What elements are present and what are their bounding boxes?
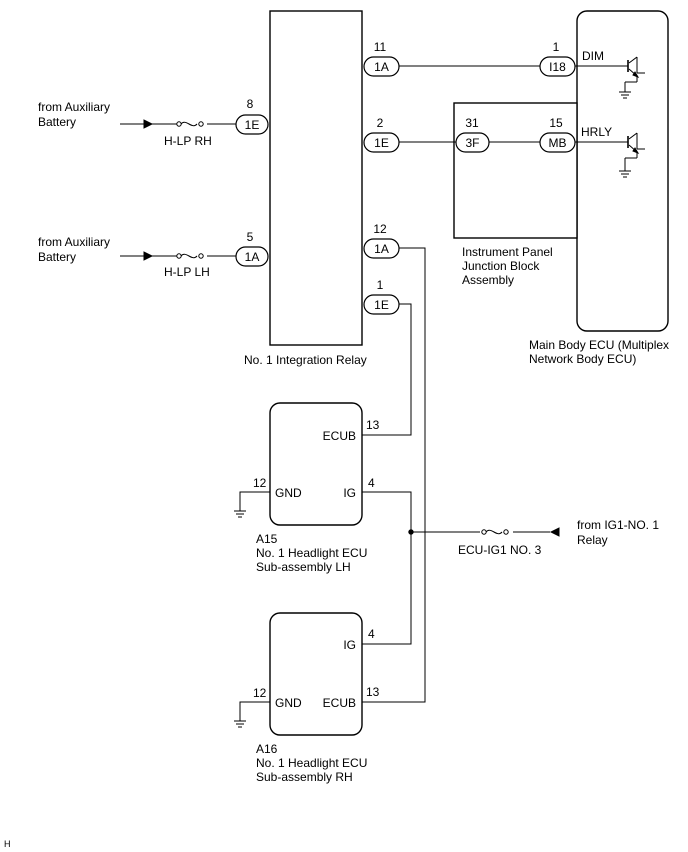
headlight-ecu-lh-box xyxy=(269,402,363,526)
pin-number: 5 xyxy=(247,230,254,244)
connector-label: 3F xyxy=(465,136,479,150)
fuse-hlp-rh-icon xyxy=(176,121,204,127)
terminal-label: GND xyxy=(275,486,302,500)
connector-label: 1A xyxy=(374,242,389,256)
connector-label: 1E xyxy=(374,136,389,150)
terminal-label: HRLY xyxy=(581,125,612,139)
pin-number: 31 xyxy=(465,116,479,130)
component-label: Sub-assembly LH xyxy=(256,560,351,574)
terminal-label: ECUB xyxy=(323,429,356,443)
integration-relay-box xyxy=(269,10,363,346)
connector-1e-pin1 xyxy=(363,294,400,315)
pin-number: 13 xyxy=(366,685,380,699)
fuse-label: H-LP LH xyxy=(164,265,210,279)
ground-rh-icon xyxy=(234,720,246,728)
source-aux-battery-2: from Auxiliary xyxy=(38,235,110,249)
connector-label: 1E xyxy=(374,298,389,312)
pin-number: 12 xyxy=(253,686,267,700)
pin-number: 1 xyxy=(377,278,384,292)
component-label: No. 1 Headlight ECU xyxy=(256,546,367,560)
component-label: A16 xyxy=(256,742,278,756)
figure-code: H xyxy=(4,839,11,849)
wire-1e1-ecub-lh xyxy=(362,303,412,436)
connector-3f xyxy=(455,132,490,153)
terminal-label: GND xyxy=(275,696,302,710)
transistor-hrly-icon xyxy=(619,132,645,178)
component-label: Assembly xyxy=(462,273,514,287)
wire-ig-lh xyxy=(362,491,412,645)
pin-number: 11 xyxy=(374,40,387,54)
wire-1a12-ecub-rh xyxy=(362,247,426,703)
connector-1a-pin12 xyxy=(363,238,400,259)
pin-number: 2 xyxy=(377,116,384,130)
source-ig1-relay: from IG1-NO. 1 xyxy=(577,518,659,532)
connector-1e-pin2 xyxy=(363,132,400,153)
pin-number: 13 xyxy=(366,418,380,432)
component-label: Network Body ECU) xyxy=(529,352,636,366)
component-label: Junction Block xyxy=(462,259,540,273)
wire-gnd-rh xyxy=(239,701,270,721)
fuse-ecu-ig1-icon xyxy=(481,529,509,535)
source-ig1-relay: Relay xyxy=(577,533,608,547)
fuse-label: ECU-IG1 NO. 3 xyxy=(458,543,542,557)
connector-label: 1E xyxy=(245,118,260,132)
component-label: Instrument Panel xyxy=(462,245,553,259)
pin-number: 1 xyxy=(553,40,560,54)
source-aux-battery-1: from Auxiliary xyxy=(38,100,110,114)
connector-label: 1A xyxy=(245,250,260,264)
component-label: Main Body ECU (Multiplex xyxy=(529,338,669,352)
fuse-label: H-LP RH xyxy=(164,134,212,148)
junction-dot xyxy=(408,529,414,535)
instrument-panel-jb-box xyxy=(453,102,578,239)
component-label: No. 1 Headlight ECU xyxy=(256,756,367,770)
connector-label: 1A xyxy=(374,60,389,74)
component-label: No. 1 Integration Relay xyxy=(244,353,367,367)
pin-number: 8 xyxy=(247,97,254,111)
terminal-label: DIM xyxy=(582,49,604,63)
pin-number: 4 xyxy=(368,627,375,641)
terminal-label: ECUB xyxy=(323,696,356,710)
pin-number: 4 xyxy=(368,476,375,490)
component-label: Sub-assembly RH xyxy=(256,770,353,784)
connector-1a-pin11 xyxy=(363,56,400,77)
connector-label: I18 xyxy=(549,60,566,74)
fuse-hlp-lh-icon xyxy=(176,253,204,259)
terminal-label: IG xyxy=(343,638,356,652)
component-label: A15 xyxy=(256,532,278,546)
wire-gnd-lh xyxy=(239,491,270,511)
connector-i18 xyxy=(539,56,576,77)
connector-mb xyxy=(539,132,576,153)
terminal-label: IG xyxy=(343,486,356,500)
connector-label: MB xyxy=(549,136,567,150)
arrow-ig1 xyxy=(549,527,560,537)
connector-1e-input xyxy=(235,114,269,135)
headlight-ecu-rh-box xyxy=(269,612,363,736)
pin-number: 12 xyxy=(373,222,387,236)
arrow-aux2 xyxy=(143,251,154,261)
transistor-dim-icon xyxy=(619,56,645,99)
ground-lh-icon xyxy=(234,510,246,518)
arrow-aux1 xyxy=(143,119,154,129)
pin-number: 12 xyxy=(253,476,267,490)
source-aux-battery-2: Battery xyxy=(38,250,76,264)
connector-1a-input xyxy=(235,246,269,267)
source-aux-battery-1: Battery xyxy=(38,115,76,129)
pin-number: 15 xyxy=(549,116,563,130)
